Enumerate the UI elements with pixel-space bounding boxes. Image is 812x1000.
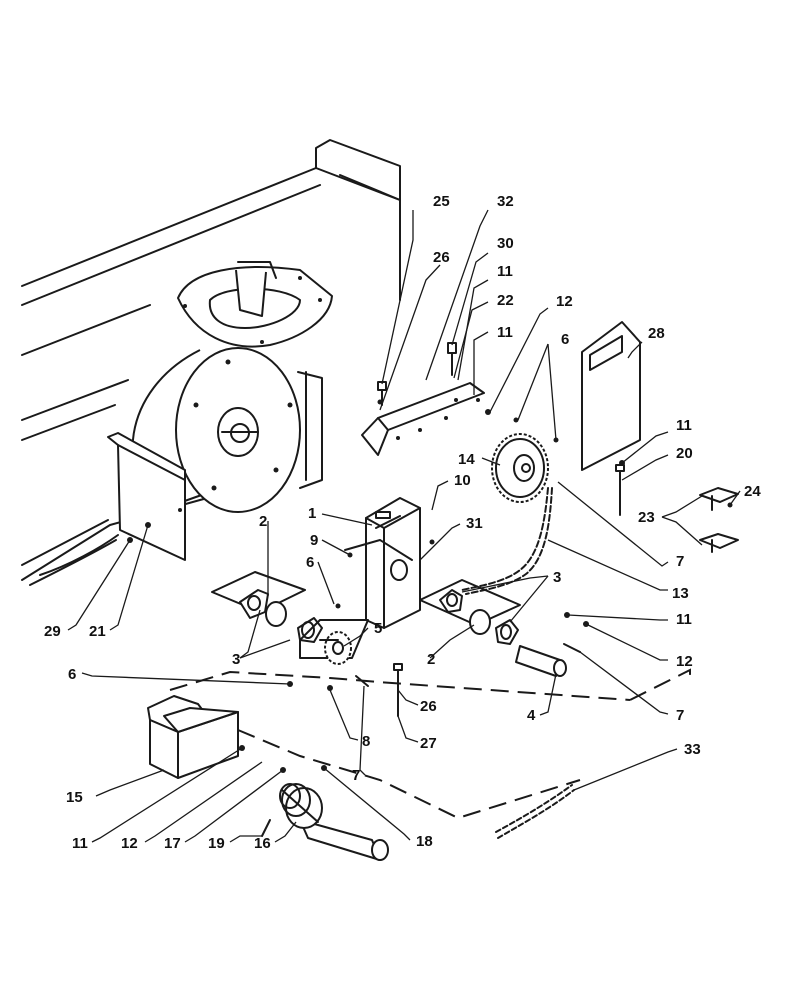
- callout-17: 17: [164, 835, 181, 852]
- callout-14: 14: [458, 451, 475, 468]
- callout-20: 20: [676, 445, 693, 462]
- callout-3: 3: [232, 651, 240, 668]
- callout-15: 15: [66, 789, 83, 806]
- callout-7: 7: [676, 707, 684, 724]
- chain-13: [461, 487, 553, 595]
- callout-12: 12: [121, 835, 138, 852]
- callout-29: 29: [44, 623, 61, 640]
- clips: [699, 487, 739, 553]
- callout-28: 28: [648, 325, 665, 342]
- callout-23: 23: [638, 509, 655, 526]
- center-bearing-housing: [365, 497, 421, 629]
- callout-26: 26: [433, 249, 450, 266]
- callout-5: 5: [374, 620, 382, 637]
- callout-27: 27: [420, 735, 437, 752]
- callout-11: 11: [72, 835, 88, 852]
- callout-11: 11: [676, 611, 692, 628]
- callout-30: 30: [497, 235, 514, 252]
- callout-22: 22: [497, 292, 514, 309]
- callout-labels: 25 32 26 30 11 22 11 12 6 28 11 20 14 10…: [44, 193, 761, 852]
- callout-1: 1: [308, 505, 316, 522]
- callout-19: 19: [208, 835, 225, 852]
- callout-12: 12: [676, 653, 693, 670]
- callout-18: 18: [416, 833, 433, 850]
- plate-9: [344, 539, 413, 561]
- dashed-drive-outline: [169, 668, 691, 820]
- callout-7: 7: [676, 553, 684, 570]
- callout-6: 6: [68, 666, 76, 683]
- large-sprocket: [491, 433, 549, 503]
- gearbox-15: [147, 695, 239, 779]
- callout-10: 10: [454, 472, 471, 489]
- callout-11: 11: [497, 324, 513, 341]
- callout-4: 4: [527, 707, 536, 724]
- callout-32: 32: [497, 193, 514, 210]
- upper-guard: [581, 321, 641, 471]
- pto-shaft-16: [279, 783, 389, 861]
- callout-2: 2: [427, 651, 435, 668]
- callout-11: 11: [497, 263, 513, 280]
- callout-3: 3: [553, 569, 561, 586]
- callout-6: 6: [306, 554, 314, 571]
- callout-11: 11: [676, 417, 692, 434]
- callout-8: 8: [362, 733, 370, 750]
- callout-24: 24: [744, 483, 761, 500]
- callout-25: 25: [433, 193, 450, 210]
- callout-7: 7: [352, 767, 360, 784]
- callout-26: 26: [420, 698, 437, 715]
- callout-2: 2: [259, 513, 267, 530]
- chain-33: [495, 784, 575, 839]
- leader-lines: [67, 209, 741, 843]
- callout-6: 6: [561, 331, 569, 348]
- discharge-flange: [177, 261, 333, 348]
- upper-angle-bracket: [361, 342, 485, 456]
- callout-12: 12: [556, 293, 573, 310]
- right-bearing-assembly: [419, 579, 567, 677]
- callout-13: 13: [672, 585, 689, 602]
- callout-9: 9: [310, 532, 318, 549]
- left-bearing-assembly: [211, 571, 369, 665]
- bolt-20: [615, 464, 625, 516]
- callout-21: 21: [89, 623, 106, 640]
- callout-33: 33: [684, 741, 701, 758]
- callout-31: 31: [466, 515, 483, 532]
- callout-16: 16: [254, 835, 271, 852]
